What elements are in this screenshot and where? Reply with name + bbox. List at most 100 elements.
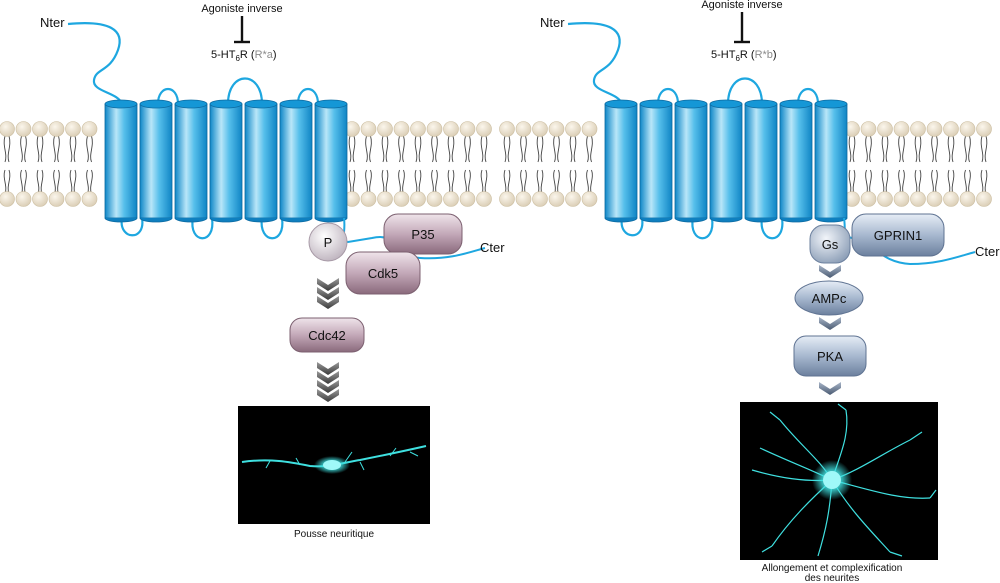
phospho-node bbox=[308, 222, 348, 262]
gs-node bbox=[809, 224, 851, 264]
helix-3 bbox=[174, 99, 208, 223]
agonist-label: Agoniste inverse bbox=[701, 0, 782, 11]
lipid-molecule bbox=[459, 121, 476, 207]
lipid-molecule bbox=[81, 121, 98, 207]
lipid-molecule bbox=[910, 121, 926, 207]
chevron-icon bbox=[317, 278, 339, 291]
helix-5 bbox=[244, 99, 278, 223]
lipid-molecule bbox=[532, 121, 548, 207]
intracellular-loop bbox=[760, 217, 784, 240]
protein-gprin1-label: GPRIN1 bbox=[874, 228, 922, 243]
lipid-molecule bbox=[893, 121, 910, 207]
lipid-molecule bbox=[0, 121, 15, 207]
intracellular-loop bbox=[260, 217, 284, 240]
agonist-label: Agoniste inverse bbox=[201, 3, 282, 15]
lipid-molecule bbox=[48, 121, 65, 207]
helix-4 bbox=[709, 99, 743, 223]
intracellular-loop bbox=[120, 217, 144, 237]
caption-left: Pousse neuritique bbox=[294, 529, 374, 540]
transmembrane-helices bbox=[604, 99, 848, 223]
protein-p35-label: P35 bbox=[411, 227, 434, 242]
extracellular-loop bbox=[656, 87, 680, 105]
cascade-arrow bbox=[819, 382, 841, 395]
chevron-icon bbox=[317, 287, 339, 300]
protein-ampc-label: AMPc bbox=[812, 291, 847, 306]
lipid-molecule bbox=[377, 121, 393, 207]
intracellular-loop bbox=[691, 217, 714, 240]
neuron-micrograph bbox=[740, 402, 938, 560]
chevron-icon bbox=[317, 389, 339, 402]
gs-label: Gs bbox=[822, 237, 839, 252]
lipid-molecule bbox=[393, 121, 410, 207]
protein-p35 bbox=[383, 213, 463, 255]
lipid-molecule bbox=[443, 121, 459, 207]
chevron-icon bbox=[819, 317, 841, 330]
helix-6 bbox=[779, 99, 813, 223]
chevron-icon bbox=[819, 265, 841, 278]
lipid-molecule bbox=[15, 121, 32, 207]
protein-cdc42 bbox=[289, 317, 365, 353]
transmembrane-helices bbox=[104, 99, 348, 223]
lipid-molecule bbox=[499, 121, 515, 207]
chevron-icon bbox=[317, 371, 339, 384]
chevron-icon bbox=[317, 362, 339, 375]
helix-2 bbox=[139, 99, 173, 223]
helix-2 bbox=[639, 99, 673, 223]
caption-right-line2: des neurites bbox=[805, 573, 859, 583]
cascade-arrow bbox=[317, 278, 339, 309]
receptor-label: 5-HT6R (R*b) bbox=[711, 49, 777, 63]
intracellular-loop bbox=[620, 217, 644, 237]
chevron-icon bbox=[819, 382, 841, 395]
lipid-molecule bbox=[581, 121, 598, 207]
lipid-molecule bbox=[959, 121, 976, 207]
lipid-molecule bbox=[565, 121, 581, 207]
helix-1 bbox=[604, 99, 638, 223]
protein-cdc42-label: Cdc42 bbox=[308, 328, 346, 343]
protein-pka bbox=[793, 335, 867, 377]
protein-gprin1 bbox=[851, 213, 945, 257]
lipid-molecule bbox=[360, 121, 377, 207]
extracellular-loop bbox=[226, 77, 264, 105]
lipid-molecule bbox=[926, 121, 943, 207]
lipid-molecule bbox=[410, 121, 426, 207]
helix-1 bbox=[104, 99, 138, 223]
protein-pka-label: PKA bbox=[817, 349, 843, 364]
helix-7 bbox=[314, 99, 348, 223]
chevron-icon bbox=[317, 296, 339, 309]
helix-3 bbox=[674, 99, 708, 223]
protein-ampc bbox=[794, 280, 864, 316]
lipid-molecule bbox=[515, 121, 532, 207]
protein-cdk5-label: Cdk5 bbox=[368, 266, 398, 281]
helix-7 bbox=[814, 99, 848, 223]
receptor-label: 5-HT6R (R*a) bbox=[211, 49, 277, 63]
cascade-arrow bbox=[819, 265, 841, 278]
protein-cdk5 bbox=[345, 251, 421, 295]
lipid-molecule bbox=[548, 121, 565, 207]
nter-label: Nter bbox=[40, 15, 65, 30]
lipid-molecule bbox=[860, 121, 877, 207]
intracellular-loop bbox=[191, 217, 214, 240]
cascade-arrow bbox=[819, 317, 841, 330]
lipid-bilayer bbox=[0, 121, 492, 207]
lipid-molecule bbox=[476, 121, 492, 207]
lipid-molecule bbox=[976, 121, 992, 207]
cter-label: Cter bbox=[480, 240, 505, 255]
lipid-molecule bbox=[877, 121, 893, 207]
helix-5 bbox=[744, 99, 778, 223]
lipid-bilayer bbox=[499, 121, 992, 207]
nter-label: Nter bbox=[540, 15, 565, 30]
extracellular-loop bbox=[156, 87, 180, 105]
lipid-molecule bbox=[65, 121, 81, 207]
panel-left: Nter Cter Agoniste inverse 5-HT6R (R*a) … bbox=[0, 3, 505, 540]
caption-right-line1: Allongement et complexification bbox=[762, 563, 903, 574]
neuron-micrograph bbox=[238, 406, 430, 524]
nter-tail bbox=[67, 22, 124, 105]
helix-4 bbox=[209, 99, 243, 223]
lipid-molecule bbox=[426, 121, 443, 207]
cascade-arrow bbox=[317, 362, 339, 402]
lipid-molecule bbox=[32, 121, 48, 207]
phospho-label: P bbox=[324, 235, 333, 250]
helix-6 bbox=[279, 99, 313, 223]
extracellular-loop bbox=[796, 87, 820, 105]
